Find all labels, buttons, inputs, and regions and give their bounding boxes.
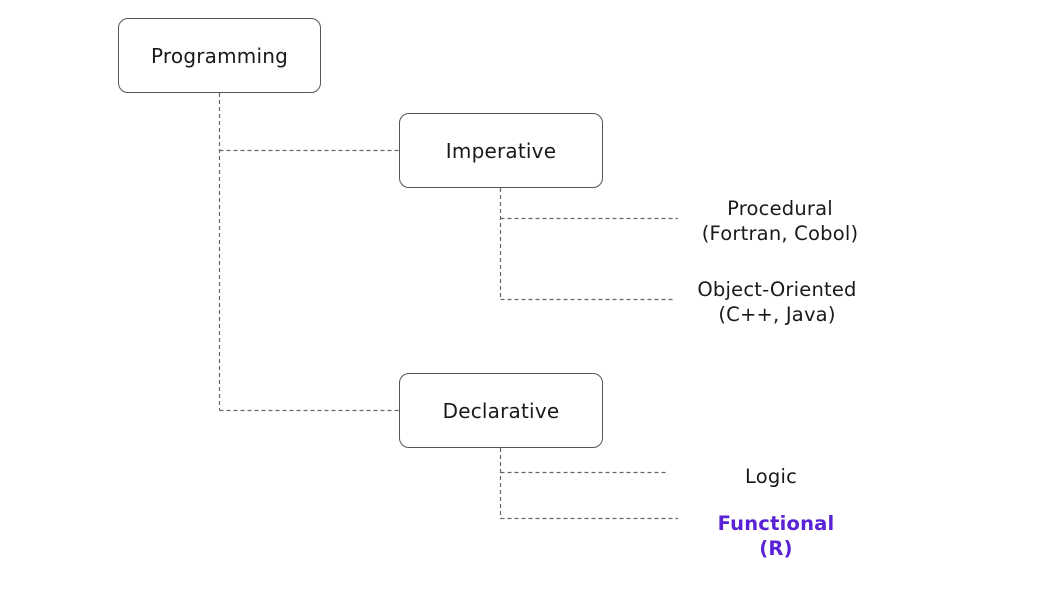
leaf-functional: Functional (R) — [718, 511, 835, 561]
leaf-functional-name: Functional — [717, 512, 835, 535]
node-programming-label: Programming — [151, 43, 288, 68]
leaf-logic: Logic — [745, 464, 797, 489]
leaf-procedural: Procedural (Fortran, Cobol) — [702, 196, 859, 246]
leaf-object-oriented: Object-Oriented (C++, Java) — [697, 277, 856, 327]
node-imperative-label: Imperative — [445, 138, 557, 163]
node-declarative-label: Declarative — [442, 398, 560, 423]
leaf-logic-name: Logic — [745, 465, 797, 488]
leaf-procedural-detail: (Fortran, Cobol) — [701, 222, 859, 245]
leaf-procedural-name: Procedural — [727, 197, 833, 220]
node-declarative: Declarative — [399, 373, 603, 448]
node-programming: Programming — [118, 18, 321, 93]
node-imperative: Imperative — [399, 113, 603, 188]
leaf-functional-detail: (R) — [759, 537, 793, 560]
leaf-object-oriented-name: Object-Oriented — [697, 278, 857, 301]
leaf-object-oriented-detail: (C++, Java) — [718, 303, 836, 326]
